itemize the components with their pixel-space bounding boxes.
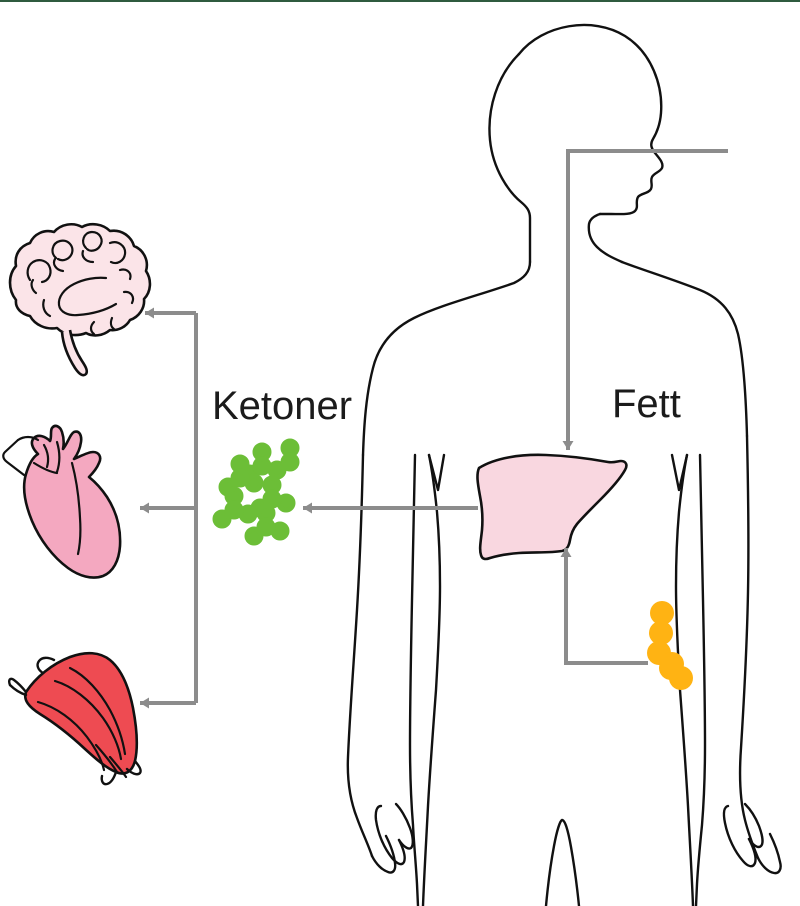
flow-arrows — [140, 149, 728, 709]
ketone-molecule — [218, 454, 264, 497]
arrow-fat-to-liver — [560, 548, 648, 665]
top-border-rule — [0, 0, 800, 2]
arrow-diet-to-liver — [562, 149, 728, 450]
fat-droplets — [647, 601, 693, 690]
human-body-silhouette — [346, 23, 782, 906]
liver-organ — [476, 453, 628, 561]
brain-organ — [8, 222, 152, 377]
ketone-molecules — [212, 438, 300, 546]
ketone-molecule — [212, 486, 258, 529]
ketone-molecule — [280, 438, 300, 472]
label-ketoner: Ketoner — [212, 384, 352, 428]
muscle-organ — [8, 651, 142, 786]
label-fett: Fett — [612, 382, 681, 426]
heart-organ — [2, 424, 122, 579]
ketone-molecule — [244, 503, 290, 546]
